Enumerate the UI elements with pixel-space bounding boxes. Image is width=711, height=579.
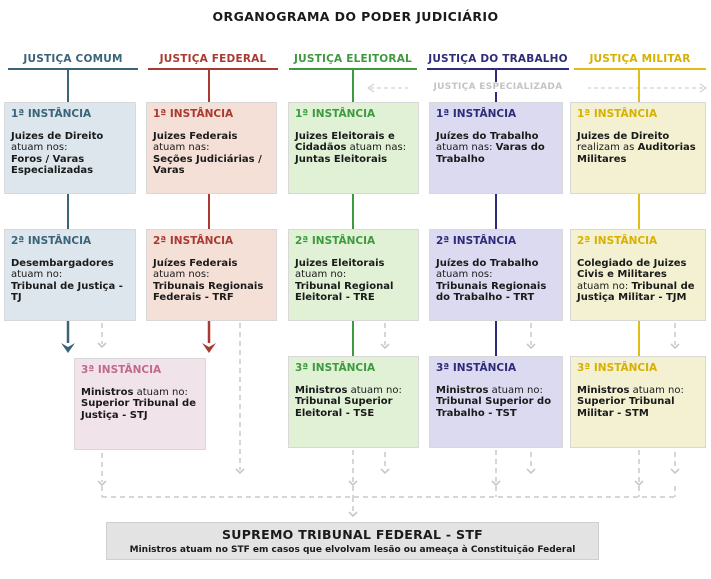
dashed-arrow-head bbox=[526, 468, 536, 475]
dashed-arrow-head bbox=[491, 480, 501, 487]
judges-label: Ministros bbox=[295, 384, 348, 396]
acts-label: atuam no: bbox=[136, 386, 188, 398]
instance-level: 1ª INSTÂNCIA bbox=[153, 108, 234, 120]
instance-level: 2ª INSTÂNCIA bbox=[11, 235, 92, 247]
specialized-justice-label: JUSTIÇA ESPECIALIZADA bbox=[408, 82, 588, 92]
dashed-arrow-head bbox=[380, 468, 390, 475]
header-justica-trabalho: JUSTIÇA DO TRABALHO bbox=[428, 53, 568, 65]
acts-label: atuam no: bbox=[632, 384, 684, 396]
acts-label: atuam no: bbox=[295, 269, 347, 280]
acts-label: atuam nos: bbox=[153, 269, 210, 280]
judges-label: Ministros bbox=[81, 386, 134, 398]
militar-third-instance-box: 3ª INSTÂNCIA Ministros atuam no: Superio… bbox=[570, 356, 706, 448]
court-label: Superior Tribunal Militar - STM bbox=[577, 396, 675, 419]
instance-level: 2ª INSTÂNCIA bbox=[153, 235, 234, 247]
arrow-head bbox=[61, 343, 75, 353]
acts-label: atuam nos: bbox=[11, 142, 68, 153]
court-label: Auditorias Militares bbox=[577, 142, 696, 165]
dashed-arrow-head bbox=[348, 480, 358, 487]
dashed-arrow-head bbox=[97, 480, 107, 487]
court-label: Juntas Eleitorais bbox=[295, 153, 388, 165]
court-label: Tribunal de Justiça - TJ bbox=[11, 280, 123, 304]
judges-label: Ministros bbox=[577, 384, 630, 396]
bracket-arrow bbox=[699, 83, 707, 93]
instance-level: 1ª INSTÂNCIA bbox=[577, 108, 658, 120]
eleitoral-first-instance-box: 1ª INSTÂNCIA Juizes Eleitorais e Cidadão… bbox=[288, 102, 419, 194]
court-label: Foros / Varas Especializadas bbox=[11, 153, 94, 177]
judges-label: Desembargadores bbox=[11, 257, 114, 269]
acts-label: atuam nas: bbox=[153, 142, 210, 153]
header-justica-militar: JUSTIÇA MILITAR bbox=[589, 53, 691, 65]
acts-label: atuam no: bbox=[350, 384, 402, 396]
stf-box: SUPREMO TRIBUNAL FEDERAL - STF Ministros… bbox=[106, 522, 599, 560]
header-justica-comum: JUSTIÇA COMUM bbox=[23, 53, 123, 65]
instance-level: 1ª INSTÂNCIA bbox=[436, 108, 517, 120]
court-label: Superior Tribunal de Justiça - STJ bbox=[81, 398, 196, 421]
court-label: Varas do Trabalho bbox=[436, 142, 545, 165]
acts-label: atuam no: bbox=[11, 269, 63, 280]
eleitoral-third-instance-box: 3ª INSTÂNCIA Ministros atuam no: Tribuna… bbox=[288, 356, 419, 448]
judges-label: Ministros bbox=[436, 384, 489, 396]
bracket-arrow bbox=[367, 83, 375, 93]
trabalho-third-instance-box: 3ª INSTÂNCIA Ministros atuam no: Tribuna… bbox=[429, 356, 563, 448]
acts-label: atuam no: bbox=[491, 384, 543, 396]
militar-second-instance-box: 2ª INSTÂNCIA Colegiado de Juizes Civis e… bbox=[570, 229, 706, 321]
acts-label: atuam nas: bbox=[436, 142, 493, 153]
judges-label: Juízes Federais bbox=[153, 257, 238, 269]
dashed-arrow-head bbox=[97, 342, 107, 349]
header-justica-eleitoral: JUSTIÇA ELEITORAL bbox=[294, 53, 412, 65]
instance-level: 3ª INSTÂNCIA bbox=[295, 362, 376, 374]
acts-label: realizam as bbox=[577, 142, 635, 153]
dashed-arrow-head bbox=[670, 343, 680, 350]
judges-label: Juizes de Direito bbox=[577, 130, 670, 142]
page-title: ORGANOGRAMA DO PODER JUDICIÁRIO bbox=[212, 9, 499, 24]
instance-level: 3ª INSTÂNCIA bbox=[436, 362, 517, 374]
instance-level: 2ª INSTÂNCIA bbox=[436, 235, 517, 247]
instance-level: 2ª INSTÂNCIA bbox=[295, 235, 376, 247]
court-label: Tribunais Regionais Federais - TRF bbox=[153, 280, 264, 304]
acts-label: atuam nos: bbox=[436, 269, 493, 280]
dashed-arrow-head bbox=[526, 343, 536, 350]
judges-label: Juizes Eleitorais e Cidadãos bbox=[295, 130, 395, 154]
court-label: Tribunal de Justiça Militar - TJM bbox=[577, 280, 695, 304]
dashed-arrow-head bbox=[634, 480, 644, 487]
judges-label: Colegiado de Juizes Civis e Militares bbox=[577, 257, 687, 281]
instance-level: 1ª INSTÂNCIA bbox=[11, 108, 92, 120]
instance-level: 1ª INSTÂNCIA bbox=[295, 108, 376, 120]
judges-label: Juizes de Direito bbox=[11, 130, 104, 142]
judges-label: Juízes do Trabalho bbox=[436, 257, 539, 269]
dashed-arrow-head bbox=[348, 511, 358, 518]
judges-label: Juizes Federais bbox=[153, 130, 238, 142]
judges-label: Juizes Eleitorais bbox=[295, 257, 385, 269]
stj-third-instance-box: 3ª INSTÂNCIA Ministros atuam no: Superio… bbox=[74, 358, 206, 450]
stf-title: SUPREMO TRIBUNAL FEDERAL - STF bbox=[221, 527, 484, 542]
court-label: Seções Judiciárias / Varas bbox=[153, 153, 262, 177]
court-label: Tribunais Regionais do Trabalho - TRT bbox=[436, 280, 547, 304]
instance-level: 3ª INSTÂNCIA bbox=[577, 362, 658, 374]
judges-label: Juízes do Trabalho bbox=[436, 130, 539, 142]
instance-level: 3ª INSTÂNCIA bbox=[81, 364, 162, 376]
dashed-arrow-head bbox=[235, 468, 245, 475]
court-label: Tribunal Superior do Trabalho - TST bbox=[436, 396, 552, 419]
instance-level: 2ª INSTÂNCIA bbox=[577, 235, 658, 247]
court-label: Tribunal Regional Eleitoral - TRE bbox=[295, 280, 394, 304]
court-label: Tribunal Superior Eleitoral - TSE bbox=[295, 396, 393, 419]
dashed-arrow-head bbox=[380, 343, 390, 350]
trabalho-first-instance-box: 1ª INSTÂNCIA Juízes do Trabalho atuam na… bbox=[429, 102, 563, 194]
stf-subtitle: Ministros atuam no STF em casos que elvo… bbox=[129, 545, 576, 555]
acts-label: atuam nas: bbox=[349, 142, 407, 153]
dashed-arrow-head bbox=[670, 468, 680, 475]
acts-label: atuam no: bbox=[577, 280, 629, 292]
header-justica-federal: JUSTIÇA FEDERAL bbox=[159, 53, 267, 65]
arrow-head bbox=[202, 343, 216, 353]
